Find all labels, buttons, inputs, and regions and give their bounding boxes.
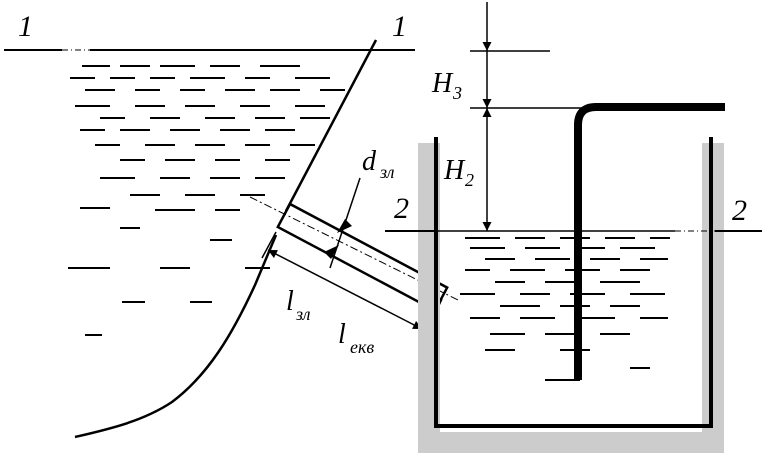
section-2-right-label: 2 <box>732 194 747 227</box>
lekv-label-sub: екв <box>350 337 374 357</box>
lzl-label-sub: зл <box>295 304 311 324</box>
lekv-dimension-line <box>267 249 423 330</box>
section-1-left-label: 1 <box>18 10 33 43</box>
reservoir-bank <box>74 39 378 439</box>
siphon-pipe <box>574 103 725 380</box>
lekv-label-main: l <box>338 319 346 350</box>
h3-label-main: H <box>431 68 454 99</box>
dzl-label-main: d <box>362 146 377 177</box>
lekv-extension-left <box>261 231 277 259</box>
tank-water-dashes <box>460 237 670 381</box>
tank-shadow <box>418 143 724 453</box>
reservoir-water-dashes <box>68 65 345 336</box>
dzl-label-sub: зл <box>379 162 395 182</box>
h3-label-sub: 3 <box>452 83 462 103</box>
dzl-arrow-top <box>337 219 352 233</box>
section-2-left-label: 2 <box>394 192 409 225</box>
tank-walls <box>434 137 713 428</box>
lzl-label-main: l <box>286 286 294 317</box>
h2-label-main: H <box>443 155 466 186</box>
section-1-right-label: 1 <box>392 10 407 43</box>
h2-label-sub: 2 <box>465 170 474 190</box>
